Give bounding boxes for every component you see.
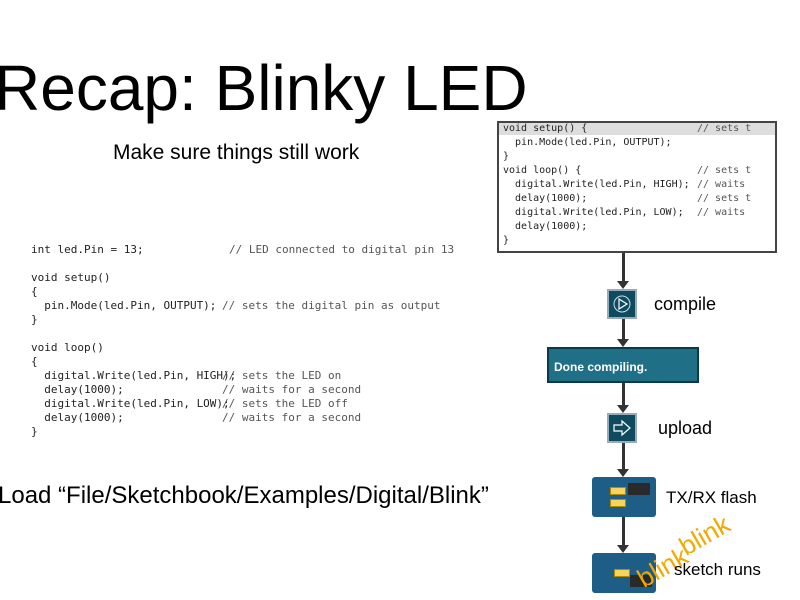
led-13-icon (614, 569, 630, 577)
txrx-label: TX/RX flash (666, 488, 757, 507)
code-decl: int led.Pin = 13; (31, 243, 144, 256)
code-loop-comments: // sets the LED on // waits for a second… (222, 369, 362, 424)
board-chip (630, 575, 652, 587)
verify-button[interactable] (607, 289, 637, 319)
flow-line (622, 517, 625, 547)
code-setup-body: pin.Mode(led.Pin, OUTPUT); (31, 299, 217, 312)
upload-arrow-icon (613, 419, 631, 437)
upload-button[interactable] (607, 413, 637, 443)
inset-code: void setup() { pin.Mode(led.Pin, OUTPUT)… (503, 123, 690, 246)
selected-line-highlight (499, 123, 775, 135)
ide-code-inset: void setup() { pin.Mode(led.Pin, OUTPUT)… (497, 121, 777, 253)
compile-status-bar: Done compiling. (547, 347, 699, 383)
flow-arrow-icon (617, 545, 629, 553)
flow-arrow-icon (617, 469, 629, 477)
arduino-board-txrx (592, 477, 656, 517)
flow-line (622, 443, 625, 471)
upload-label: upload (658, 418, 713, 438)
flow-line (622, 383, 625, 407)
code-decl-comment: // LED connected to digital pin 13 (229, 243, 455, 256)
slide-title: Recap: Blinky LED (0, 52, 528, 124)
rx-led-icon (610, 499, 626, 507)
code-setup-comment: // sets the digital pin as output (222, 299, 441, 312)
board-chip (628, 483, 650, 495)
tx-led-icon (610, 487, 626, 495)
arduino-board-running (592, 553, 656, 593)
code-loop-body: digital.Write(led.Pin, HIGH); delay(1000… (44, 369, 237, 424)
flow-arrow-icon (617, 339, 629, 347)
play-triangle-icon (613, 295, 631, 313)
code-setup-brace-open: { (31, 285, 38, 298)
flow-line (622, 253, 625, 283)
code-loop-signature: void loop() (31, 341, 104, 354)
load-instruction: Load “File/Sketchbook/Examples/Digital/B… (0, 482, 489, 509)
code-loop-brace-close: } (31, 425, 38, 438)
code-setup-brace-close: } (31, 313, 38, 326)
sketch-runs-label: sketch runs (674, 560, 761, 579)
flow-arrow-icon (617, 281, 629, 289)
slide-subtitle: Make sure things still work (113, 141, 360, 164)
compile-label: compile (654, 294, 717, 314)
flow-line (622, 319, 625, 341)
code-loop-brace-open: { (31, 355, 38, 368)
inset-comments: // sets t // sets t // waits // sets t /… (697, 123, 752, 218)
flow-arrow-icon (617, 405, 629, 413)
code-setup-signature: void setup() (31, 271, 111, 284)
